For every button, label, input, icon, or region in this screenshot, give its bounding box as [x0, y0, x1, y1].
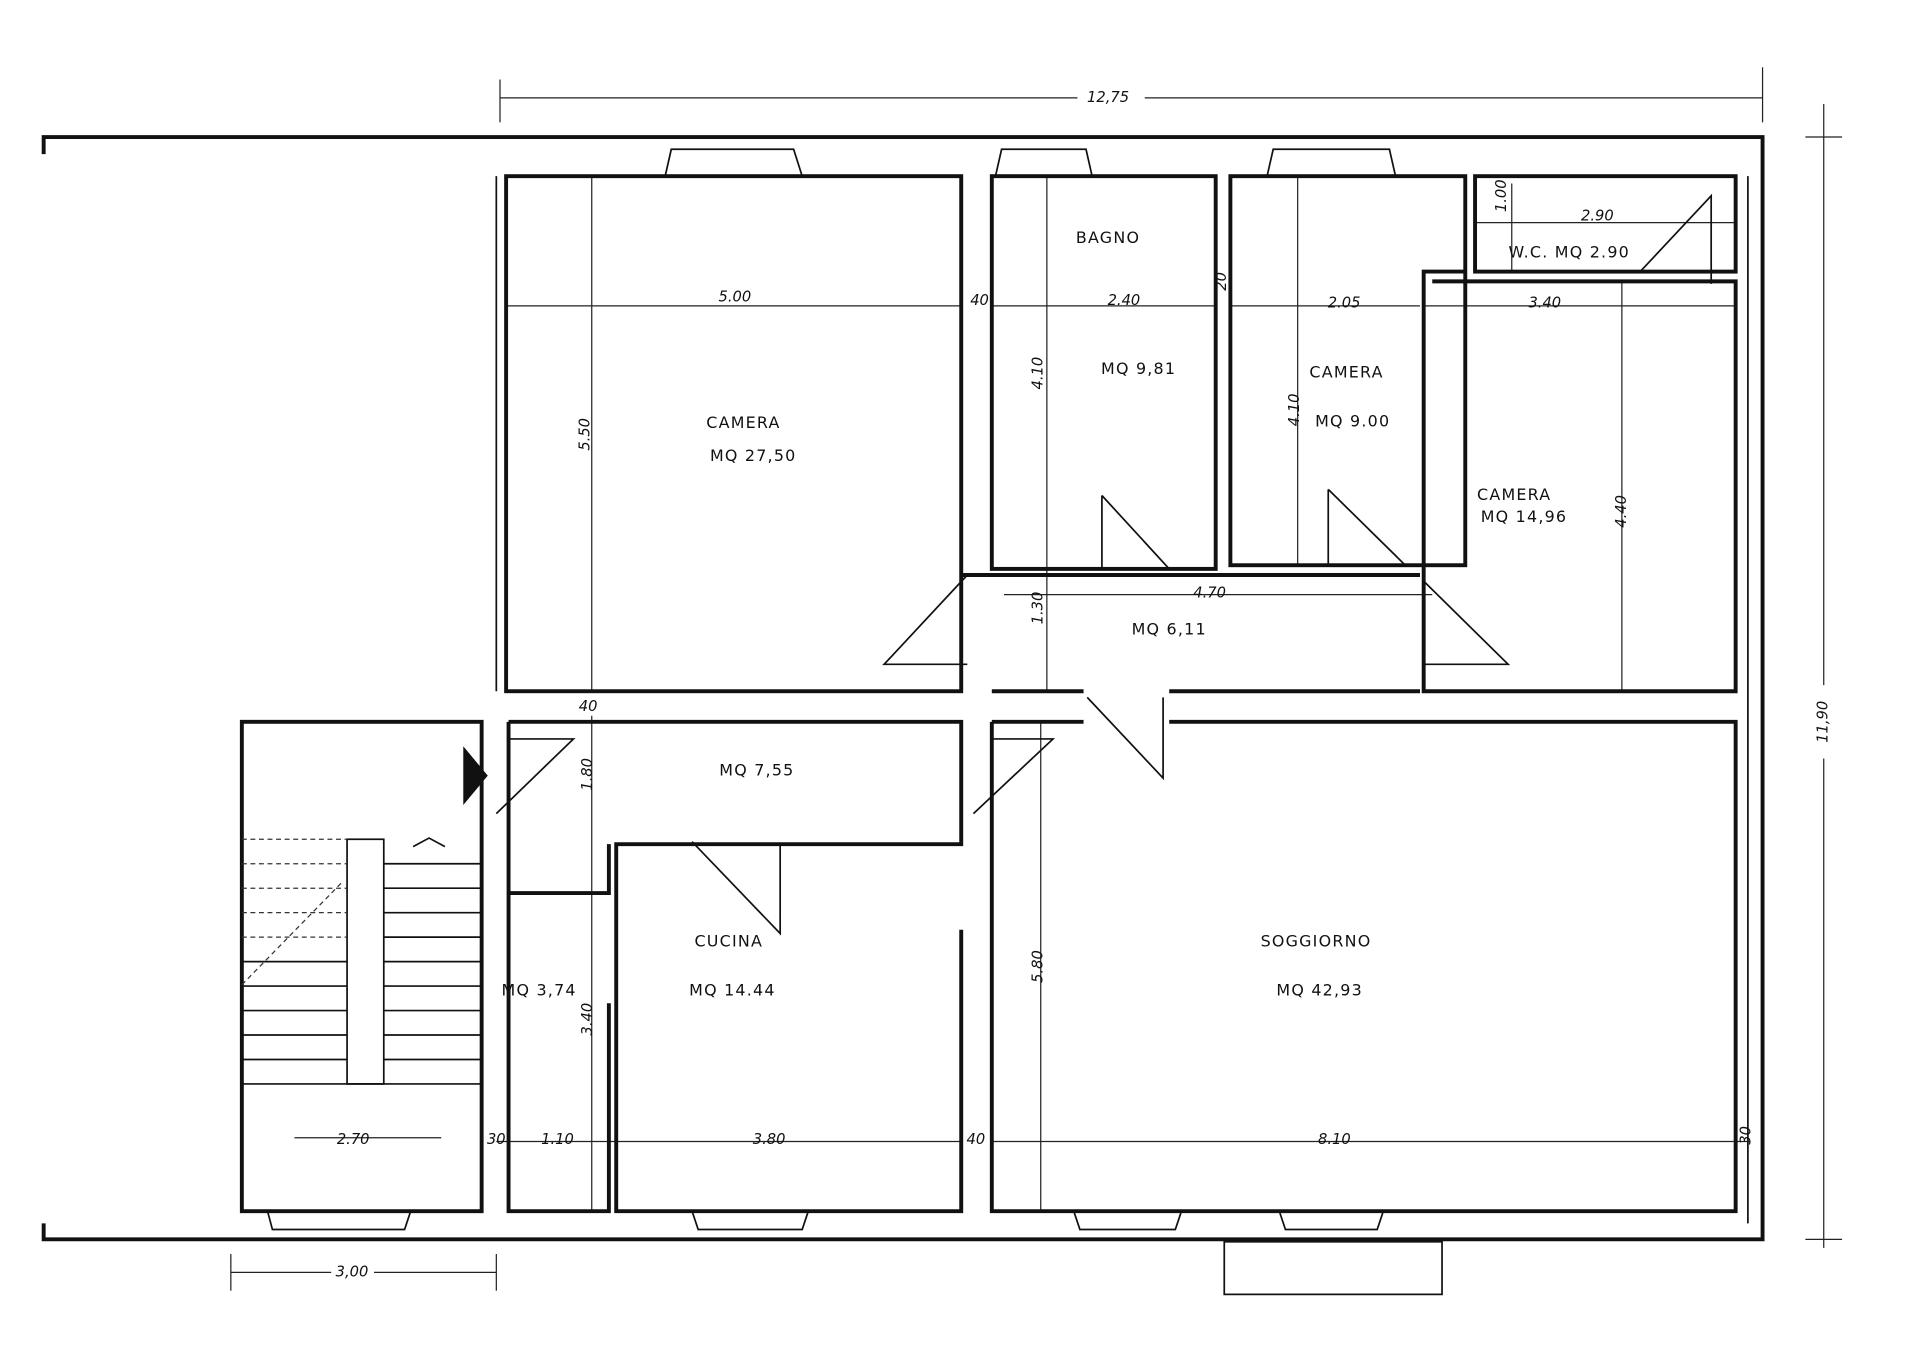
room-cucina-area: MQ 14.44: [689, 980, 776, 999]
dim-wc-w: 2.90: [1581, 208, 1614, 225]
entrance-arrow-icon: [463, 746, 488, 806]
room-camera2-name: CAMERA: [1309, 363, 1383, 382]
room-cucina-name: CUCINA: [694, 932, 763, 951]
dim-corridor-w: 4.70: [1193, 584, 1226, 601]
dim-soggiorno-w: 8.10: [1318, 1131, 1351, 1148]
dim-bagno-w: 2.40: [1108, 292, 1141, 309]
dimension-labels: 12,75 11,90 3,00 5.00 5.50 40 2.40 4.10 …: [336, 89, 1832, 1280]
dim-soggiorno-h: 5.80: [1029, 950, 1046, 983]
windows: [266, 148, 1397, 1231]
dim-cucina-w: 3.80: [753, 1131, 786, 1148]
dim-bagno-h: 4.10: [1029, 357, 1046, 390]
dim-wc-h: 1.00: [1493, 179, 1510, 212]
dim-small-h: 3.40: [579, 1003, 596, 1036]
dim-wall: 30: [487, 1131, 506, 1148]
room-soggiorno-area: MQ 42,93: [1276, 980, 1363, 999]
room-camera3-name: CAMERA: [1477, 485, 1551, 504]
dim-camera2-h: 4.10: [1286, 394, 1303, 427]
dim-overall-width: 12,75: [1087, 89, 1129, 106]
dim-wall: 40: [970, 292, 989, 309]
dim-camera3-h: 4.40: [1613, 495, 1630, 528]
dim-stair-w: 2.70: [337, 1131, 370, 1148]
dim-camera1-w: 5.00: [719, 288, 752, 305]
room-camera3-area: MQ 14,96: [1481, 507, 1568, 526]
dim-small-w: 1.10: [541, 1131, 574, 1148]
dim-wall: 20: [1213, 272, 1230, 291]
room-small-area: MQ 3,74: [502, 980, 577, 999]
room-camera2-area: MQ 9.00: [1315, 412, 1390, 431]
room-hall-area: MQ 7,55: [719, 760, 794, 779]
dim-camera2-w: 2.05: [1328, 294, 1361, 311]
outer-walls: [41, 135, 1765, 1242]
staircase: [241, 837, 482, 1085]
room-corridor-area: MQ 6,11: [1132, 620, 1207, 639]
door-swings: [495, 193, 1713, 936]
dim-camera3-w: 3.40: [1528, 294, 1561, 311]
room-bagno-area: MQ 9,81: [1101, 359, 1176, 378]
room-wc-name: W.C. MQ 2.90: [1509, 243, 1630, 262]
dim-overall-height: 11,90: [1815, 701, 1832, 743]
room-soggiorno-name: SOGGIORNO: [1261, 932, 1372, 951]
room-camera1-area: MQ 27,50: [710, 446, 797, 465]
dim-wall: 40: [579, 698, 598, 715]
dim-hall-h: 1.80: [579, 758, 596, 791]
dim-balcony: 3,00: [336, 1263, 369, 1280]
dim-camera1-h: 5.50: [577, 418, 594, 451]
dim-wall: 30: [1738, 1126, 1755, 1145]
dim-corridor-h: 1.30: [1029, 592, 1046, 625]
room-bagno-name: BAGNO: [1076, 228, 1140, 247]
dimension-lines: [230, 67, 1843, 1291]
room-camera1-name: CAMERA: [706, 413, 780, 432]
room-labels: CAMERA MQ 27,50 BAGNO MQ 9,81 CAMERA MQ …: [502, 228, 1630, 999]
dim-wall: 40: [967, 1131, 986, 1148]
